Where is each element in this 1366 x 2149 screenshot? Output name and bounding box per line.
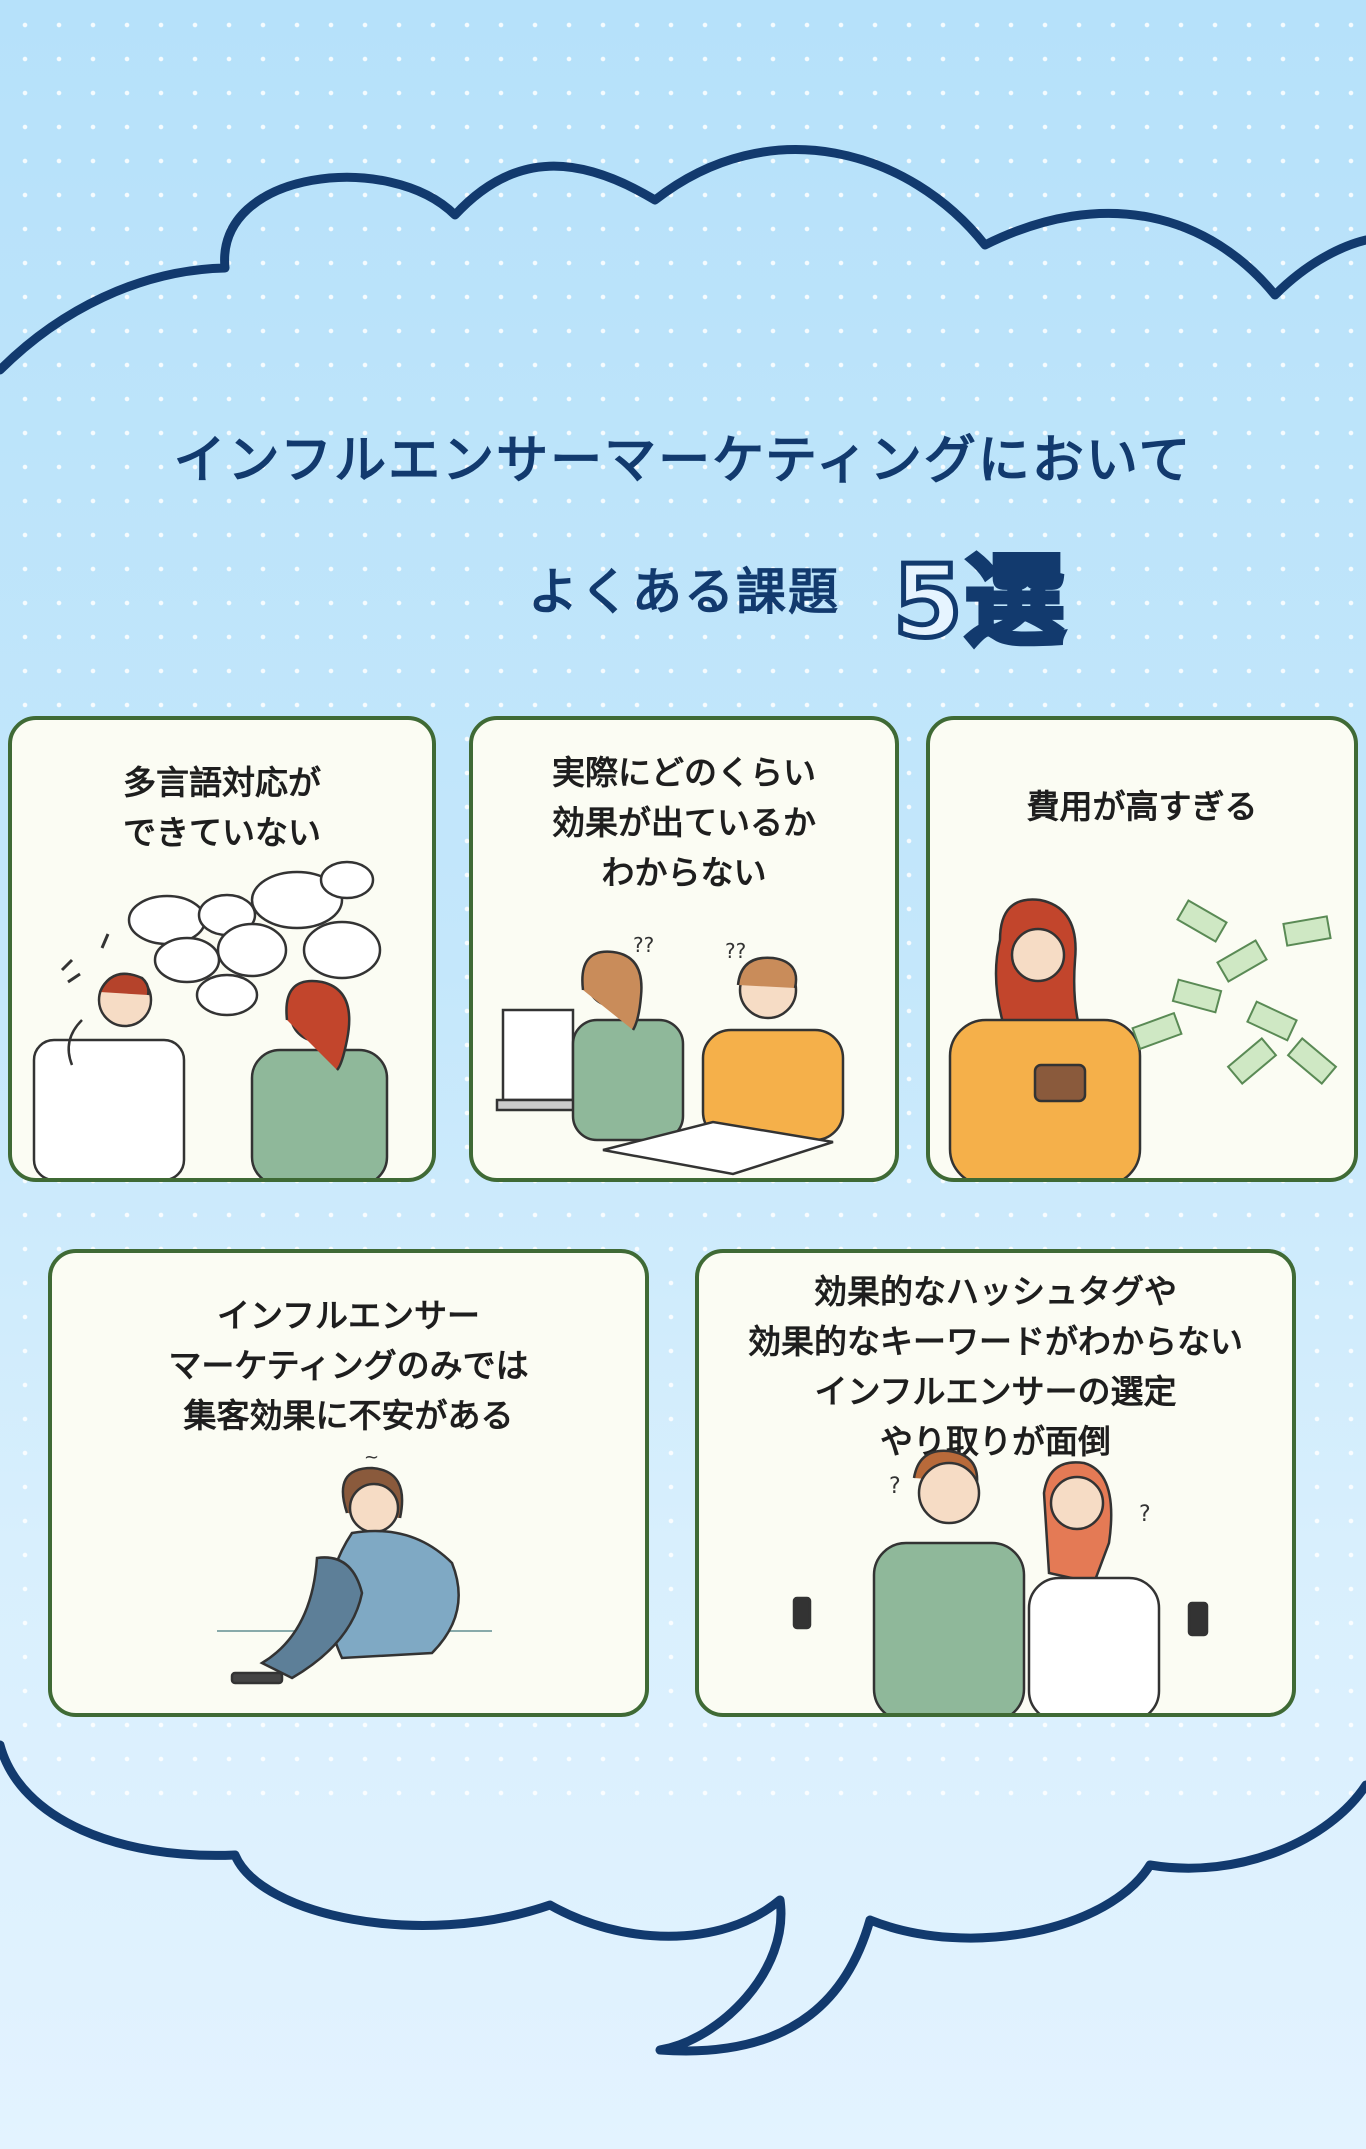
page-title-number: 5選 <box>891 541 1068 663</box>
card-line: 効果的なハッシュタグや <box>814 1272 1177 1311</box>
two-people-at-computer-confused-illustration: ?? ?? <box>495 933 845 1176</box>
card-text: 費用が高すぎる <box>930 782 1354 832</box>
svg-text:?: ? <box>889 1474 901 1499</box>
page-title-line2: よくある課題 <box>528 563 840 621</box>
card-line: 効果的なキーワードがわからない <box>748 1322 1243 1361</box>
card-line: 多言語対応が <box>123 763 321 802</box>
issue-card-marketing-anxiety: インフルエンサー マーケティングのみでは 集客効果に不安がある ~ <box>48 1249 649 1717</box>
confused-couple-holding-phones-illustration: ? ? <box>792 1449 1209 1713</box>
page-title-line1: インフルエンサーマーケティングにおいて <box>173 431 1193 491</box>
svg-text:?: ? <box>1139 1502 1151 1527</box>
card-line: 効果が出ているか <box>552 803 816 842</box>
svg-text:??: ?? <box>633 933 654 957</box>
confused-people-speech-bubbles-illustration <box>32 860 389 1178</box>
card-line: インフルエンサーの選定 <box>814 1372 1177 1411</box>
card-text: 効果的なハッシュタグや 効果的なキーワードがわからない インフルエンサーの選定 … <box>699 1267 1292 1467</box>
card-line: 実際にどのくらい <box>552 753 816 792</box>
card-text: 多言語対応が できていない <box>12 758 432 858</box>
card-line: 集客効果に不安がある <box>183 1396 514 1435</box>
card-line: 費用が高すぎる <box>1026 787 1258 826</box>
issue-card-multilingual: 多言語対応が できていない <box>8 716 436 1182</box>
woman-empty-wallet-money-flying-illustration <box>948 898 1338 1178</box>
card-text: 実際にどのくらい 効果が出ているか わからない <box>473 748 895 898</box>
svg-text:~: ~ <box>364 1447 379 1468</box>
card-line: やり取りが面倒 <box>880 1422 1111 1461</box>
sad-woman-sitting-hugging-knees-illustration: ~ <box>217 1447 492 1685</box>
issue-card-hashtag-keyword: 効果的なハッシュタグや 効果的なキーワードがわからない インフルエンサーの選定 … <box>695 1249 1296 1717</box>
card-line: マーケティングのみでは <box>168 1346 529 1385</box>
card-text: インフルエンサー マーケティングのみでは 集客効果に不安がある <box>52 1291 645 1441</box>
card-line: わからない <box>601 853 767 892</box>
card-line: できていない <box>123 813 321 852</box>
issue-card-cost: 費用が高すぎる <box>926 716 1358 1182</box>
svg-text:??: ?? <box>725 939 746 963</box>
issue-card-effect-measurement: 実際にどのくらい 効果が出ているか わからない ?? ?? <box>469 716 899 1182</box>
card-line: インフルエンサー <box>216 1296 480 1335</box>
